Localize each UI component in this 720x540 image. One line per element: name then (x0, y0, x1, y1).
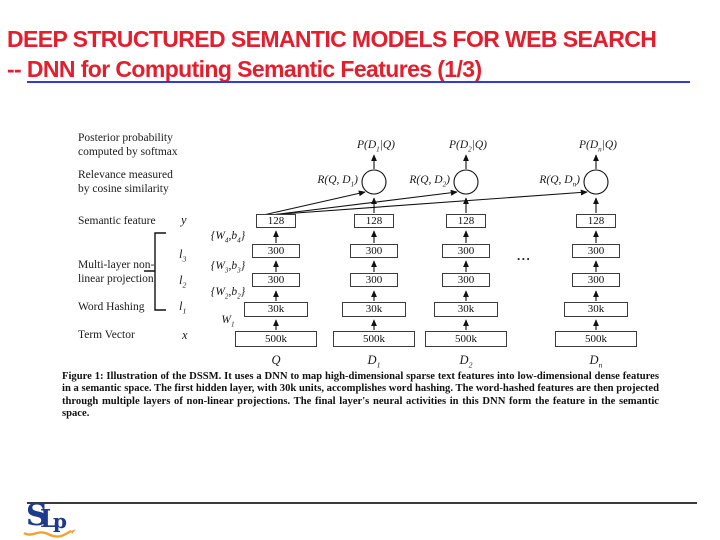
label-p-dn-given-q: P(Dn|Q) (578, 139, 618, 154)
var-l2: l2 (179, 273, 187, 290)
slp-logo: S L p (23, 498, 88, 540)
logo-letter-s: S (26, 498, 48, 533)
label-posterior-probability: Posterior probability computed by softma… (78, 132, 178, 158)
cosine-node-d2 (453, 169, 479, 195)
label-semantic-feature: Semantic feature (78, 215, 156, 227)
layer-box-q-300a: 300 (252, 244, 300, 258)
label-weights-w1: W1 (221, 314, 235, 329)
column-label-d2: D2 (459, 353, 473, 370)
column-label-dn: Dn (589, 353, 603, 370)
layer-box-d1-300a: 300 (350, 244, 398, 258)
columns-ellipsis: ... (517, 248, 532, 263)
label-p-d2-given-q: P(D2|Q) (448, 139, 488, 154)
layer-box-q-30k: 30k (244, 302, 308, 317)
label-weights-w4: {W4,b4} (210, 230, 246, 245)
column-label-q: Q (271, 353, 281, 367)
var-y: y (181, 213, 187, 227)
label-p-d1-given-q: P(D1|Q) (356, 139, 396, 154)
layer-box-d1-128: 128 (354, 214, 394, 228)
label-word-hashing: Word Hashing (78, 301, 145, 313)
footer-rule (27, 502, 697, 504)
layer-box-d1-500k: 500k (333, 331, 415, 347)
layer-box-q-128: 128 (256, 214, 296, 228)
layer-box-d1-300b: 300 (350, 273, 398, 287)
var-l3: l3 (179, 247, 187, 264)
label-relevance-cosine: Relevance measured by cosine similarity (78, 169, 173, 195)
label-r-q-d2: R(Q, D2) (409, 174, 450, 189)
layer-box-d2-30k: 30k (434, 302, 498, 317)
layer-box-d2-300a: 300 (442, 244, 490, 258)
layer-box-dn-300b: 300 (572, 273, 620, 287)
slide-title-line1: DEEP STRUCTURED SEMANTIC MODELS FOR WEB … (7, 26, 657, 52)
title-underline-rule (27, 81, 690, 84)
layer-box-dn-128: 128 (576, 214, 616, 228)
cosine-node-dn (583, 169, 609, 195)
var-x: x (182, 328, 188, 342)
logo-letter-p: p (53, 509, 67, 533)
label-r-q-dn: R(Q, Dn) (539, 174, 580, 189)
label-weights-w2: {W2,b2} (210, 286, 246, 301)
column-label-d1: D1 (367, 353, 381, 370)
logo-letter-l: L (40, 504, 57, 533)
slide-title-line2: -- DNN for Computing Semantic Features (… (7, 56, 482, 82)
var-l1: l1 (179, 299, 187, 316)
label-weights-w3: {W3,b3} (210, 260, 246, 275)
figure-caption: Figure 1: Illustration of the DSSM. It u… (62, 371, 659, 420)
layer-box-d1-30k: 30k (342, 302, 406, 317)
layer-box-d2-128: 128 (446, 214, 486, 228)
label-term-vector: Term Vector (78, 329, 135, 341)
layer-box-d2-300b: 300 (442, 273, 490, 287)
layer-box-d2-500k: 500k (425, 331, 507, 347)
layer-box-dn-30k: 30k (564, 302, 628, 317)
label-r-q-d1: R(Q, D1) (317, 174, 358, 189)
layer-box-dn-500k: 500k (555, 331, 637, 347)
logo-swoosh-icon (23, 529, 76, 538)
label-multilayer-projection: Multi-layer non- linear projection (78, 259, 155, 285)
layer-box-q-300b: 300 (252, 273, 300, 287)
layer-box-dn-300a: 300 (572, 244, 620, 258)
layer-box-q-500k: 500k (235, 331, 317, 347)
